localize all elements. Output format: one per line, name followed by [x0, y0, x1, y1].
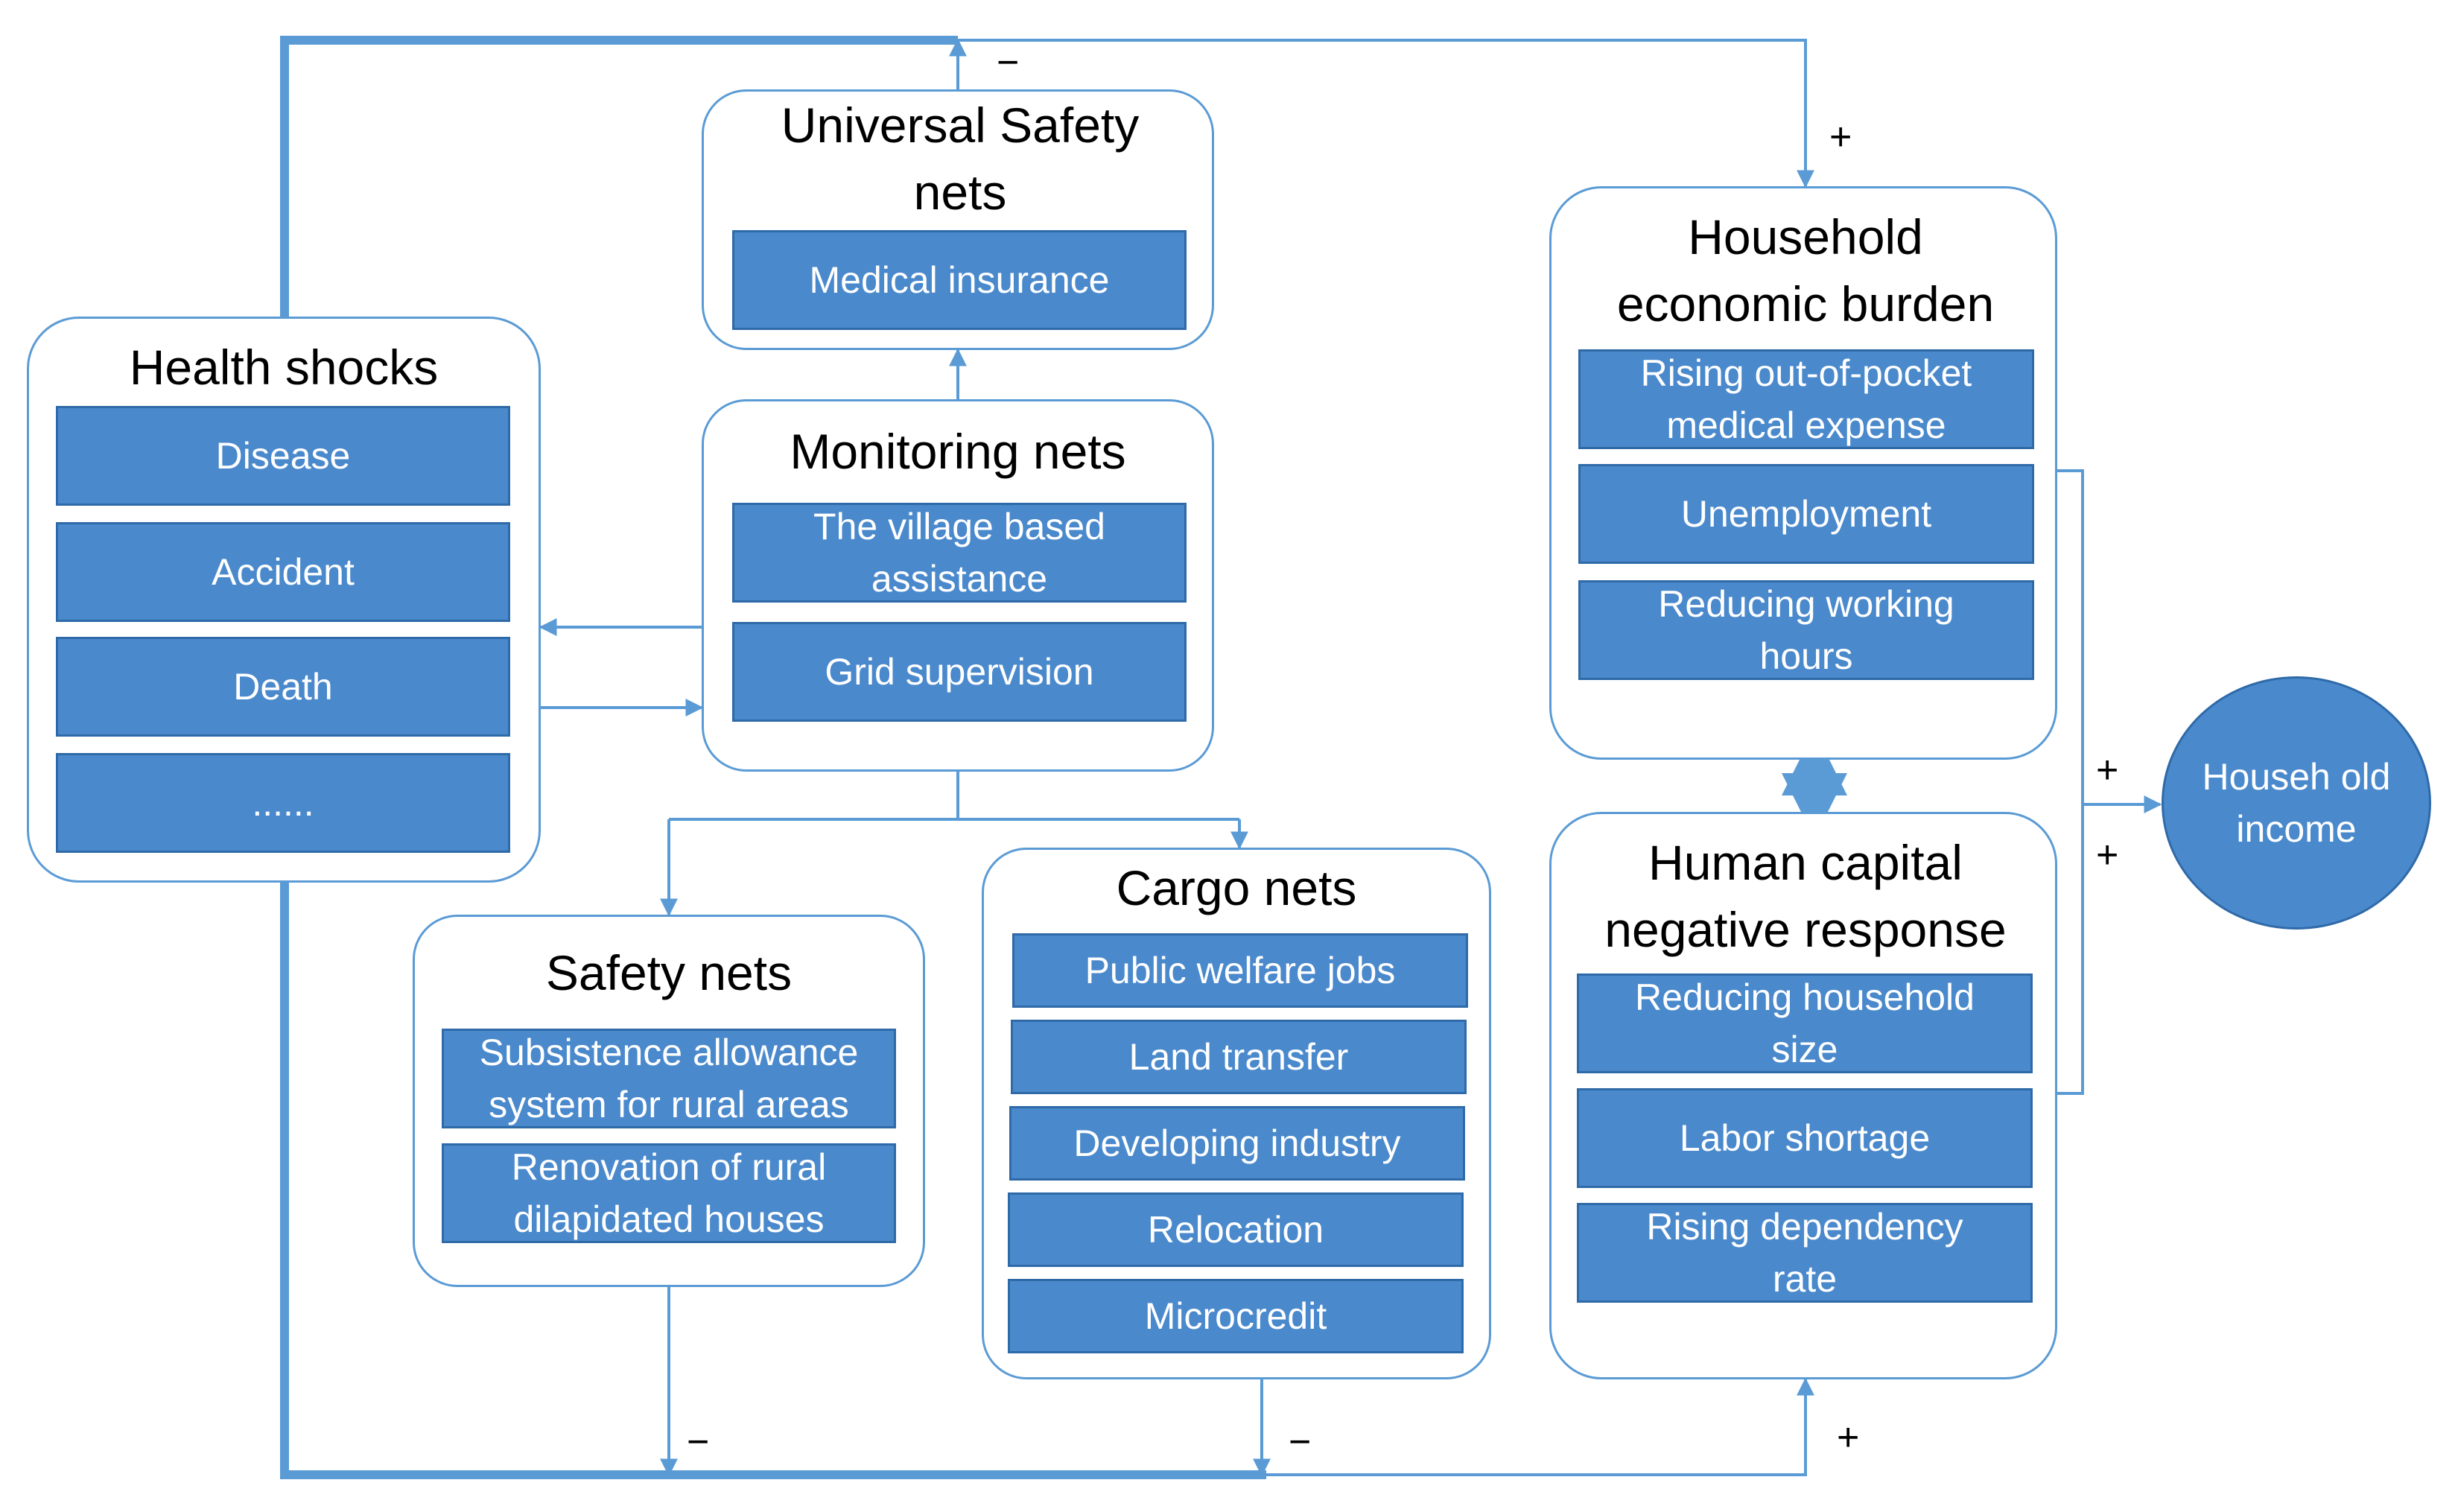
thick-loop-top — [280, 36, 958, 317]
human-item-labor-shortage: Labor shortage — [1577, 1088, 2033, 1188]
cargo-item-relocation: Relocation — [1008, 1192, 1464, 1267]
burden-item-unemployment: Unemployment — [1578, 464, 2034, 564]
safety-nets-box: Safety nets Subsistence allowance system… — [413, 915, 925, 1287]
health-shock-item-more: ...... — [56, 753, 510, 853]
cargo-item-public-welfare-jobs: Public welfare jobs — [1012, 933, 1468, 1008]
sign-top-minus: − — [997, 41, 1020, 84]
safety-item-subsistence-allowance: Subsistence allowance system for rural a… — [442, 1029, 896, 1128]
sign-right-plus-lower: + — [2096, 833, 2119, 877]
monitoring-item-village-assistance: The village based assistance — [732, 503, 1187, 603]
line-bottom-to-human — [1262, 1377, 1814, 1476]
health-shocks-title: Health shocks — [129, 340, 439, 395]
safety-item-renovation-houses: Renovation of rural dilapidated houses — [442, 1143, 896, 1243]
burden-item-working-hours: Reducing working hours — [1578, 580, 2034, 680]
universal-safety-nets-title: Universal Safety nets — [781, 98, 1140, 220]
human-item-household-size: Reducing household size — [1577, 973, 2033, 1073]
human-capital-title: Human capital negative response — [1604, 835, 2007, 957]
thick-loop-bottom — [280, 883, 1266, 1479]
health-shock-item-death: Death — [56, 637, 510, 737]
cargo-nets-box: Cargo nets Public welfare jobs Land tran… — [982, 848, 1491, 1379]
safety-nets-title: Safety nets — [545, 945, 793, 1000]
sign-bottom-minus-left: − — [687, 1420, 710, 1464]
household-economic-burden-title: Household economic burden — [1616, 209, 1995, 331]
human-capital-box: Human capital negative response Reducing… — [1549, 812, 2057, 1379]
line-monitoring-split — [669, 772, 1239, 821]
cargo-nets-title: Cargo nets — [1116, 860, 1357, 915]
household-income-node: Househ old income — [2162, 676, 2431, 930]
monitoring-nets-title: Monitoring nets — [790, 424, 1126, 479]
cargo-item-land-transfer: Land transfer — [1011, 1020, 1467, 1094]
human-item-dependency-rate: Rising dependency rate — [1577, 1203, 2033, 1303]
health-shocks-box: Health shocks Disease Accident Death ...… — [27, 317, 541, 883]
health-shock-item-accident: Accident — [56, 522, 510, 622]
health-shock-item-disease: Disease — [56, 406, 510, 506]
cargo-item-microcredit: Microcredit — [1008, 1279, 1464, 1353]
line-top-to-burden — [958, 39, 1814, 188]
burden-item-out-of-pocket: Rising out-of-pocket medical expense — [1578, 349, 2034, 449]
sign-right-plus-upper: + — [2096, 749, 2119, 792]
cargo-item-developing-industry: Developing industry — [1009, 1106, 1465, 1181]
sign-bottom-plus-right: + — [1837, 1416, 1860, 1459]
household-economic-burden-box: Household economic burden Rising out-of-… — [1549, 186, 2057, 760]
sign-bottom-minus-mid: − — [1289, 1420, 1312, 1464]
sign-top-plus: + — [1829, 115, 1852, 159]
universal-safety-nets-box: Universal Safety nets Medical insurance — [702, 89, 1214, 350]
monitoring-nets-box: Monitoring nets The village based assist… — [702, 399, 1214, 772]
monitoring-item-grid-supervision: Grid supervision — [732, 622, 1187, 722]
universal-item-medical-insurance: Medical insurance — [732, 230, 1187, 330]
